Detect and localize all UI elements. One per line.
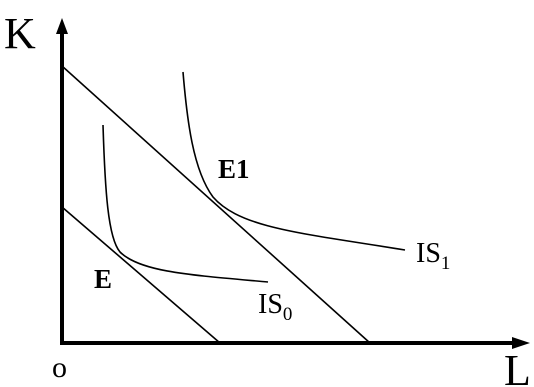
isoquant-is0-curve: [102, 124, 269, 283]
point-label-e1: E1: [218, 154, 250, 184]
isoquant-label-is0-base: IS: [258, 289, 283, 320]
isoquant-label-is0: IS0: [258, 289, 292, 325]
isoquant-label-is0-sub: 0: [283, 304, 293, 325]
isoquant-label-is1: IS1: [416, 238, 450, 274]
isocost-line-upper: [61, 65, 371, 344]
point-label-e: E: [94, 264, 112, 294]
origin-label: o: [52, 351, 67, 384]
l-axis-arrowhead: [512, 337, 530, 349]
isoquant-label-is1-base: IS: [416, 238, 441, 269]
k-axis-label: K: [4, 9, 36, 58]
isoquant-label-is1-sub: 1: [441, 253, 451, 274]
isocost-line-lower: [61, 206, 221, 344]
l-axis-label: L: [504, 346, 531, 387]
k-axis-arrowhead: [56, 18, 68, 34]
isoquant-is1-curve: [182, 71, 406, 251]
